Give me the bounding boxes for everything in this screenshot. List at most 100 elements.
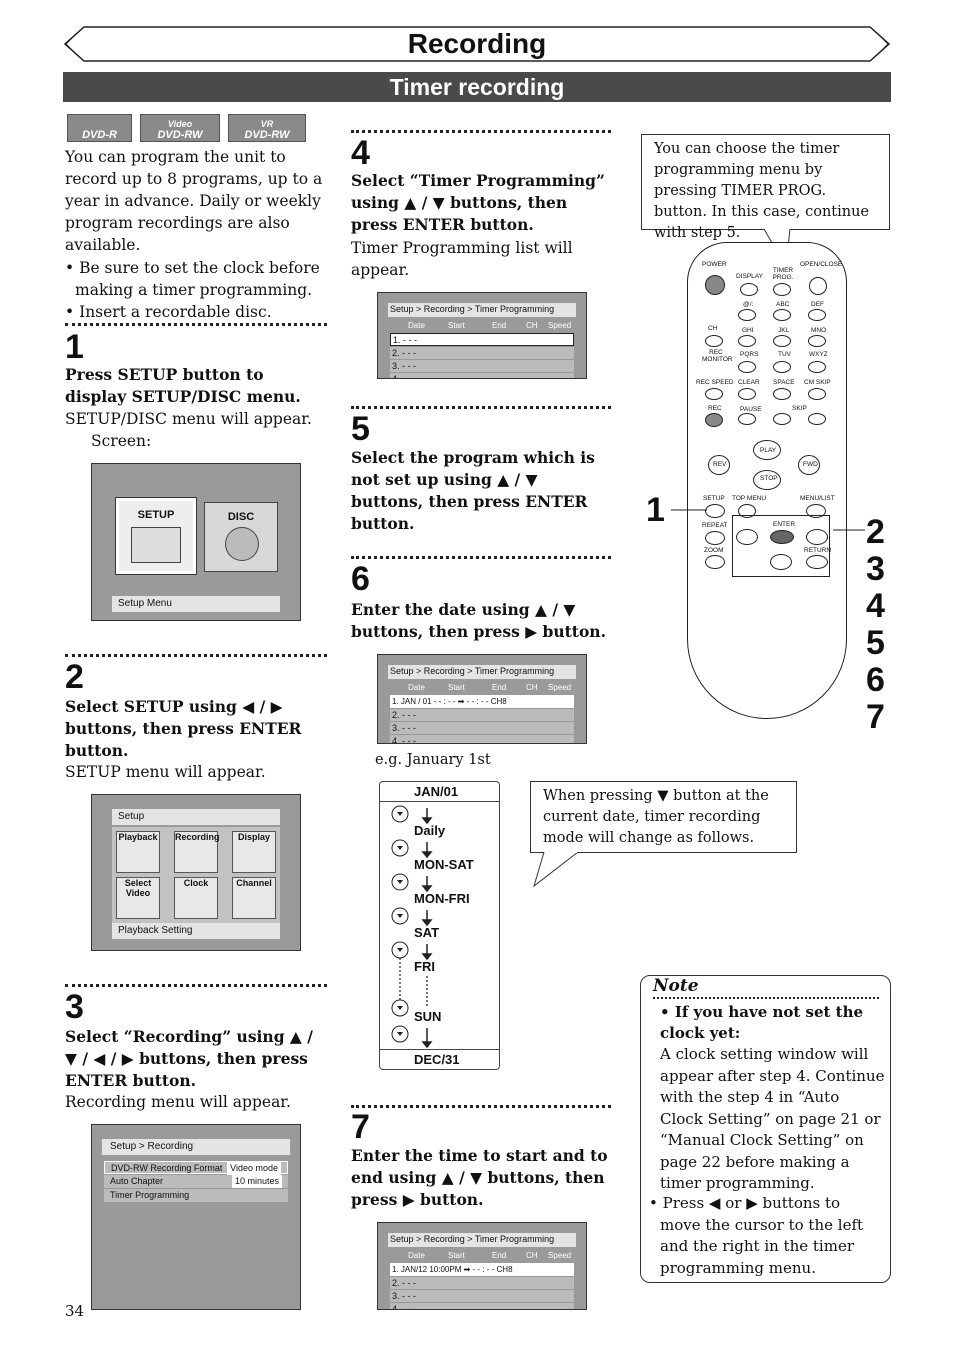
timer-list-screen: Setup > Recording > Timer Programming Da…: [377, 292, 587, 379]
key-4-button[interactable]: [738, 335, 756, 347]
flow-callout: When pressing ▼ button at the current da…: [530, 781, 797, 853]
timer-prog-button[interactable]: [773, 283, 791, 296]
time-entry-screen: Setup > Recording > Timer Programming Da…: [377, 1222, 587, 1310]
pause-button[interactable]: [738, 413, 756, 425]
setup-tile-label: SETUP: [137, 509, 175, 521]
intro-text: You can program the unit to record up to…: [65, 148, 323, 254]
left-button[interactable]: [736, 529, 758, 545]
setup-button[interactable]: [705, 504, 725, 518]
timer-row-4[interactable]: 4. - - -: [390, 1303, 574, 1309]
divider: [65, 654, 327, 657]
timer-row-3[interactable]: 3. - - -: [390, 1290, 574, 1302]
timer-row-2[interactable]: 2. - - -: [390, 347, 574, 359]
fwd-button[interactable]: FWD: [798, 455, 820, 475]
timer-row-3[interactable]: 3. - - -: [390, 722, 574, 734]
open-close-button[interactable]: [809, 277, 827, 295]
divider: [351, 130, 611, 133]
top-menu-label: TOP MENU: [732, 495, 767, 502]
date-entry-screen: Setup > Recording > Timer Programming Da…: [377, 654, 587, 744]
timer-row-4[interactable]: 4. - - -: [390, 373, 574, 378]
step-number: 4: [351, 134, 370, 172]
key-8-label: TUV: [778, 351, 791, 358]
skip-forward-button[interactable]: [808, 413, 826, 425]
ch-down-button[interactable]: [705, 335, 723, 347]
setup-menu-tile[interactable]: SETUP: [115, 497, 197, 575]
display-button[interactable]: [740, 283, 758, 296]
key-0-button[interactable]: [773, 388, 791, 400]
dvd-r-badge: DVD-R: [67, 114, 132, 142]
menu-channel[interactable]: Channel: [232, 877, 276, 919]
divider: [351, 406, 611, 409]
rev-button[interactable]: REV: [708, 455, 730, 475]
key-1-button[interactable]: [738, 309, 756, 321]
timer-row-1[interactable]: 1. - - -: [390, 333, 574, 346]
stop-button[interactable]: STOP: [753, 470, 781, 490]
repeat-button[interactable]: [705, 531, 725, 545]
menu-list-button[interactable]: [806, 504, 826, 518]
step4-instruction: Select “Timer Programming” using ▲ / ▼ b…: [351, 171, 605, 234]
flow-fri: FRI: [414, 959, 435, 974]
timer-row-1-time[interactable]: 1. JAN/12 10:00PM ➡ - - : - - CH8: [390, 1263, 574, 1276]
flow-sun: SUN: [414, 1009, 442, 1024]
rec-button[interactable]: [705, 413, 723, 427]
pause-label: PAUSE: [740, 406, 762, 413]
disc-menu-tile[interactable]: DISC: [204, 502, 278, 572]
timer-row-2[interactable]: 2. - - -: [390, 709, 574, 721]
cm-skip-button[interactable]: [808, 388, 826, 400]
enter-label: ENTER: [773, 521, 796, 528]
key-5-button[interactable]: [773, 335, 791, 347]
timer-row-4[interactable]: 4. - - -: [390, 735, 574, 743]
clear-label: CLEAR: [738, 379, 760, 386]
step-number: 3: [65, 988, 84, 1026]
step7-instruction: Enter the time to start and to end using…: [351, 1146, 608, 1209]
rec-speed-button[interactable]: [705, 388, 723, 400]
return-button[interactable]: [806, 555, 828, 569]
key-6-button[interactable]: [808, 335, 826, 347]
rec-label: REC: [708, 405, 722, 412]
note-box: Note • If you have not set the clock yet…: [640, 975, 891, 1283]
space-label: SPACE: [773, 379, 795, 386]
menu-recording[interactable]: Recording: [174, 831, 220, 873]
divider: [65, 323, 327, 326]
key-3-button[interactable]: [808, 309, 826, 321]
top-menu-button[interactable]: [738, 504, 756, 518]
key-9-button[interactable]: [808, 361, 826, 373]
key-2-button[interactable]: [773, 309, 791, 321]
menu-select-video[interactable]: Select Video: [116, 877, 160, 919]
display-label: DISPLAY: [736, 273, 763, 280]
play-button[interactable]: PLAY: [753, 440, 781, 460]
key-8-button[interactable]: [773, 361, 791, 373]
disc-tile-label: DISC: [227, 511, 255, 523]
step1-instruction: Press SETUP button to display SETUP/DISC…: [65, 365, 301, 406]
key-3-label: DEF: [811, 301, 824, 308]
step6-instruction: Enter the date using ▲ / ▼ buttons, then…: [351, 600, 606, 641]
step-number: 5: [351, 410, 370, 448]
timer-row-3[interactable]: 3. - - -: [390, 360, 574, 372]
timer-row-1-date[interactable]: 1. JAN / 01 - - : - - ➡ - - : - - CH8: [390, 695, 574, 708]
right-button[interactable]: [806, 529, 828, 545]
repeat-label: REPEAT: [702, 522, 728, 529]
clear-button[interactable]: [738, 388, 756, 400]
zoom-button[interactable]: [705, 555, 725, 569]
flow-daily: Daily: [414, 823, 446, 838]
step3-text: Recording menu will appear.: [65, 1093, 291, 1111]
page-title: Recording: [407, 28, 547, 59]
skip-back-button[interactable]: [773, 413, 791, 425]
menu-clock[interactable]: Clock: [174, 877, 218, 919]
key-7-button[interactable]: [738, 361, 756, 373]
timer-row-2[interactable]: 2. - - -: [390, 1277, 574, 1289]
note-bullet-1-heading: • If you have not set the clock yet:: [660, 1003, 864, 1042]
menu-playback[interactable]: Playback: [116, 831, 160, 873]
skip-label: SKIP: [792, 405, 807, 412]
down-button[interactable]: [770, 554, 792, 570]
menu-display[interactable]: Display: [232, 831, 276, 873]
note-bullet-2: • Press ◀ or ▶ buttons to move the curso…: [649, 1194, 864, 1277]
power-button[interactable]: [705, 275, 725, 295]
timer-programming-row[interactable]: Timer Programming: [104, 1189, 288, 1202]
step-number: 6: [351, 560, 370, 598]
enter-button[interactable]: [770, 530, 794, 544]
